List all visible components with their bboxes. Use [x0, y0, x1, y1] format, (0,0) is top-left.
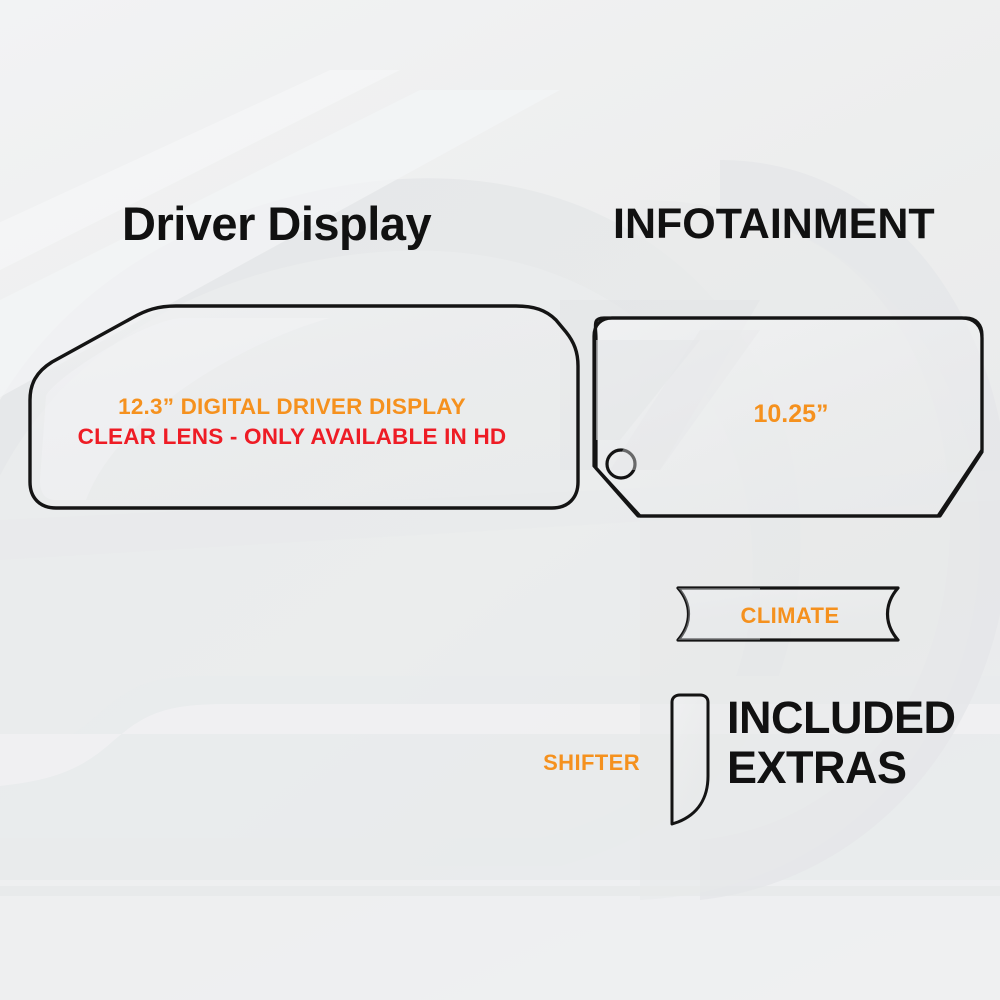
included-extras-line-1: INCLUDED: [727, 692, 956, 743]
sensor-cutout-circle: [605, 448, 637, 480]
included-extras-heading: INCLUDED EXTRAS: [727, 692, 987, 794]
driver-display-lens-warning: CLEAR LENS - ONLY AVAILABLE IN HD: [77, 423, 507, 449]
shifter-panel-label: SHIFTER: [543, 750, 640, 775]
infotainment-shield-outline[interactable]: [592, 316, 984, 518]
shifter-shield-outline[interactable]: [670, 693, 710, 826]
infotainment-heading: INFOTAINMENT: [613, 200, 935, 248]
driver-display-spec-block: 12.3” DIGITAL DRIVER DISPLAY CLEAR LENS …: [0, 394, 584, 449]
driver-display-shield-outline[interactable]: [28, 304, 580, 510]
included-extras-line-2: EXTRAS: [727, 742, 907, 794]
climate-panel-label: CLIMATE: [740, 603, 840, 628]
driver-display-size-spec: 12.3” DIGITAL DRIVER DISPLAY: [118, 394, 466, 419]
driver-display-heading: Driver Display: [122, 197, 432, 250]
infotainment-size-label: 10.25”: [753, 400, 829, 428]
climate-shield-outline[interactable]: [676, 586, 900, 642]
